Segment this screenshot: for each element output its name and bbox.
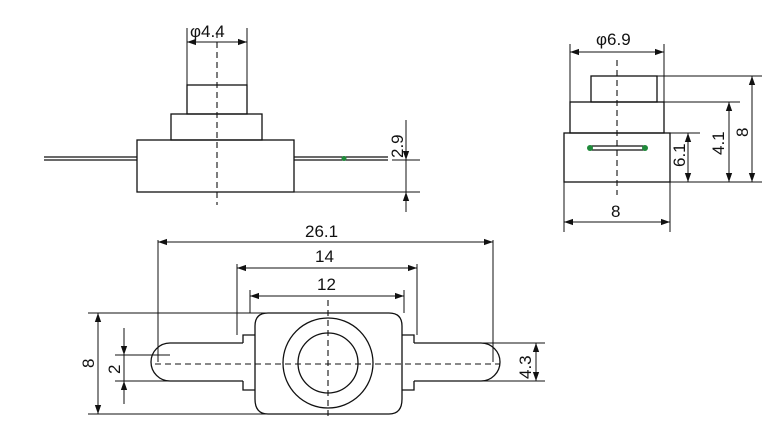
side-view-pin-dot <box>341 156 347 161</box>
end-view-pin-left <box>587 145 593 151</box>
top-view-right-tab <box>414 342 501 382</box>
top-view-overall-length-label: 26.1 <box>305 222 338 241</box>
side-view-diameter-label: φ4.4 <box>190 22 225 41</box>
end-view-body-height-label: 4.1 <box>709 131 728 155</box>
end-view-collar <box>569 101 665 134</box>
side-view-height-label: 2.9 <box>388 134 407 158</box>
side-view: φ4.4 2.9 <box>44 22 420 212</box>
end-view-pin-right <box>642 145 648 151</box>
end-view-button <box>590 75 658 103</box>
top-view-outer-ring <box>282 317 374 409</box>
top-view-mid-length-label: 14 <box>315 247 334 266</box>
top-view-overall-height-label: 8 <box>79 359 98 368</box>
top-view-tab-height-label: 2 <box>105 365 124 374</box>
side-view-button <box>186 84 248 115</box>
end-view-pin-height-label: 6.1 <box>670 143 689 167</box>
top-view: 26.1 14 12 8 2 4.3 <box>79 222 545 420</box>
end-view-width-label: 8 <box>611 202 620 221</box>
top-view-body-length-label: 12 <box>317 275 336 294</box>
end-view-total-height-label: 8 <box>733 128 752 137</box>
end-view-diameter-label: φ6.9 <box>596 30 631 49</box>
top-view-left-tab <box>150 342 243 382</box>
end-view: φ6.9 8 6.1 4.1 8 <box>563 30 762 232</box>
side-view-body <box>136 139 295 193</box>
top-view-body <box>254 312 403 415</box>
top-view-right-height-label: 4.3 <box>516 355 535 379</box>
